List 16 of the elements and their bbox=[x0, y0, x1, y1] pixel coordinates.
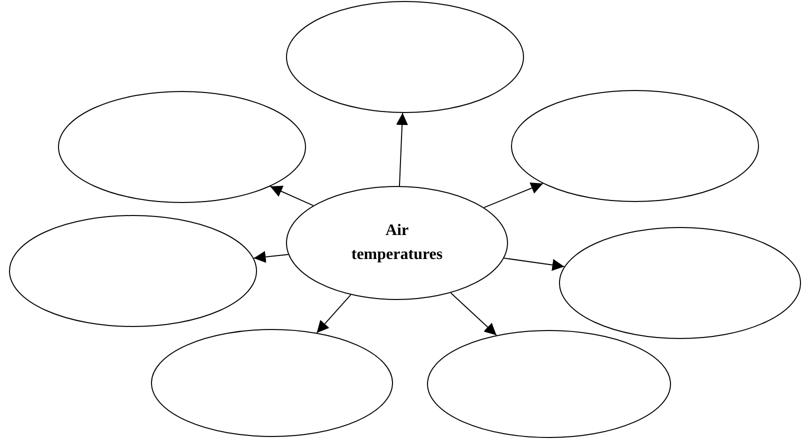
arrow bbox=[450, 292, 497, 336]
blank-ellipse bbox=[511, 90, 759, 202]
arrow bbox=[483, 182, 544, 208]
blank-ellipse bbox=[9, 215, 257, 327]
blank-ellipse bbox=[559, 227, 801, 339]
arrow bbox=[270, 186, 314, 206]
arrow bbox=[253, 250, 289, 263]
arrow bbox=[396, 112, 408, 187]
blank-ellipse bbox=[58, 91, 306, 203]
topic-ellipse bbox=[286, 186, 508, 300]
arrow bbox=[504, 258, 565, 271]
blank-ellipse bbox=[427, 330, 671, 438]
topic-label: Air temperatures bbox=[350, 221, 444, 265]
blank-ellipse bbox=[286, 1, 524, 113]
blank-ellipse bbox=[151, 329, 393, 437]
arrow bbox=[316, 294, 352, 334]
